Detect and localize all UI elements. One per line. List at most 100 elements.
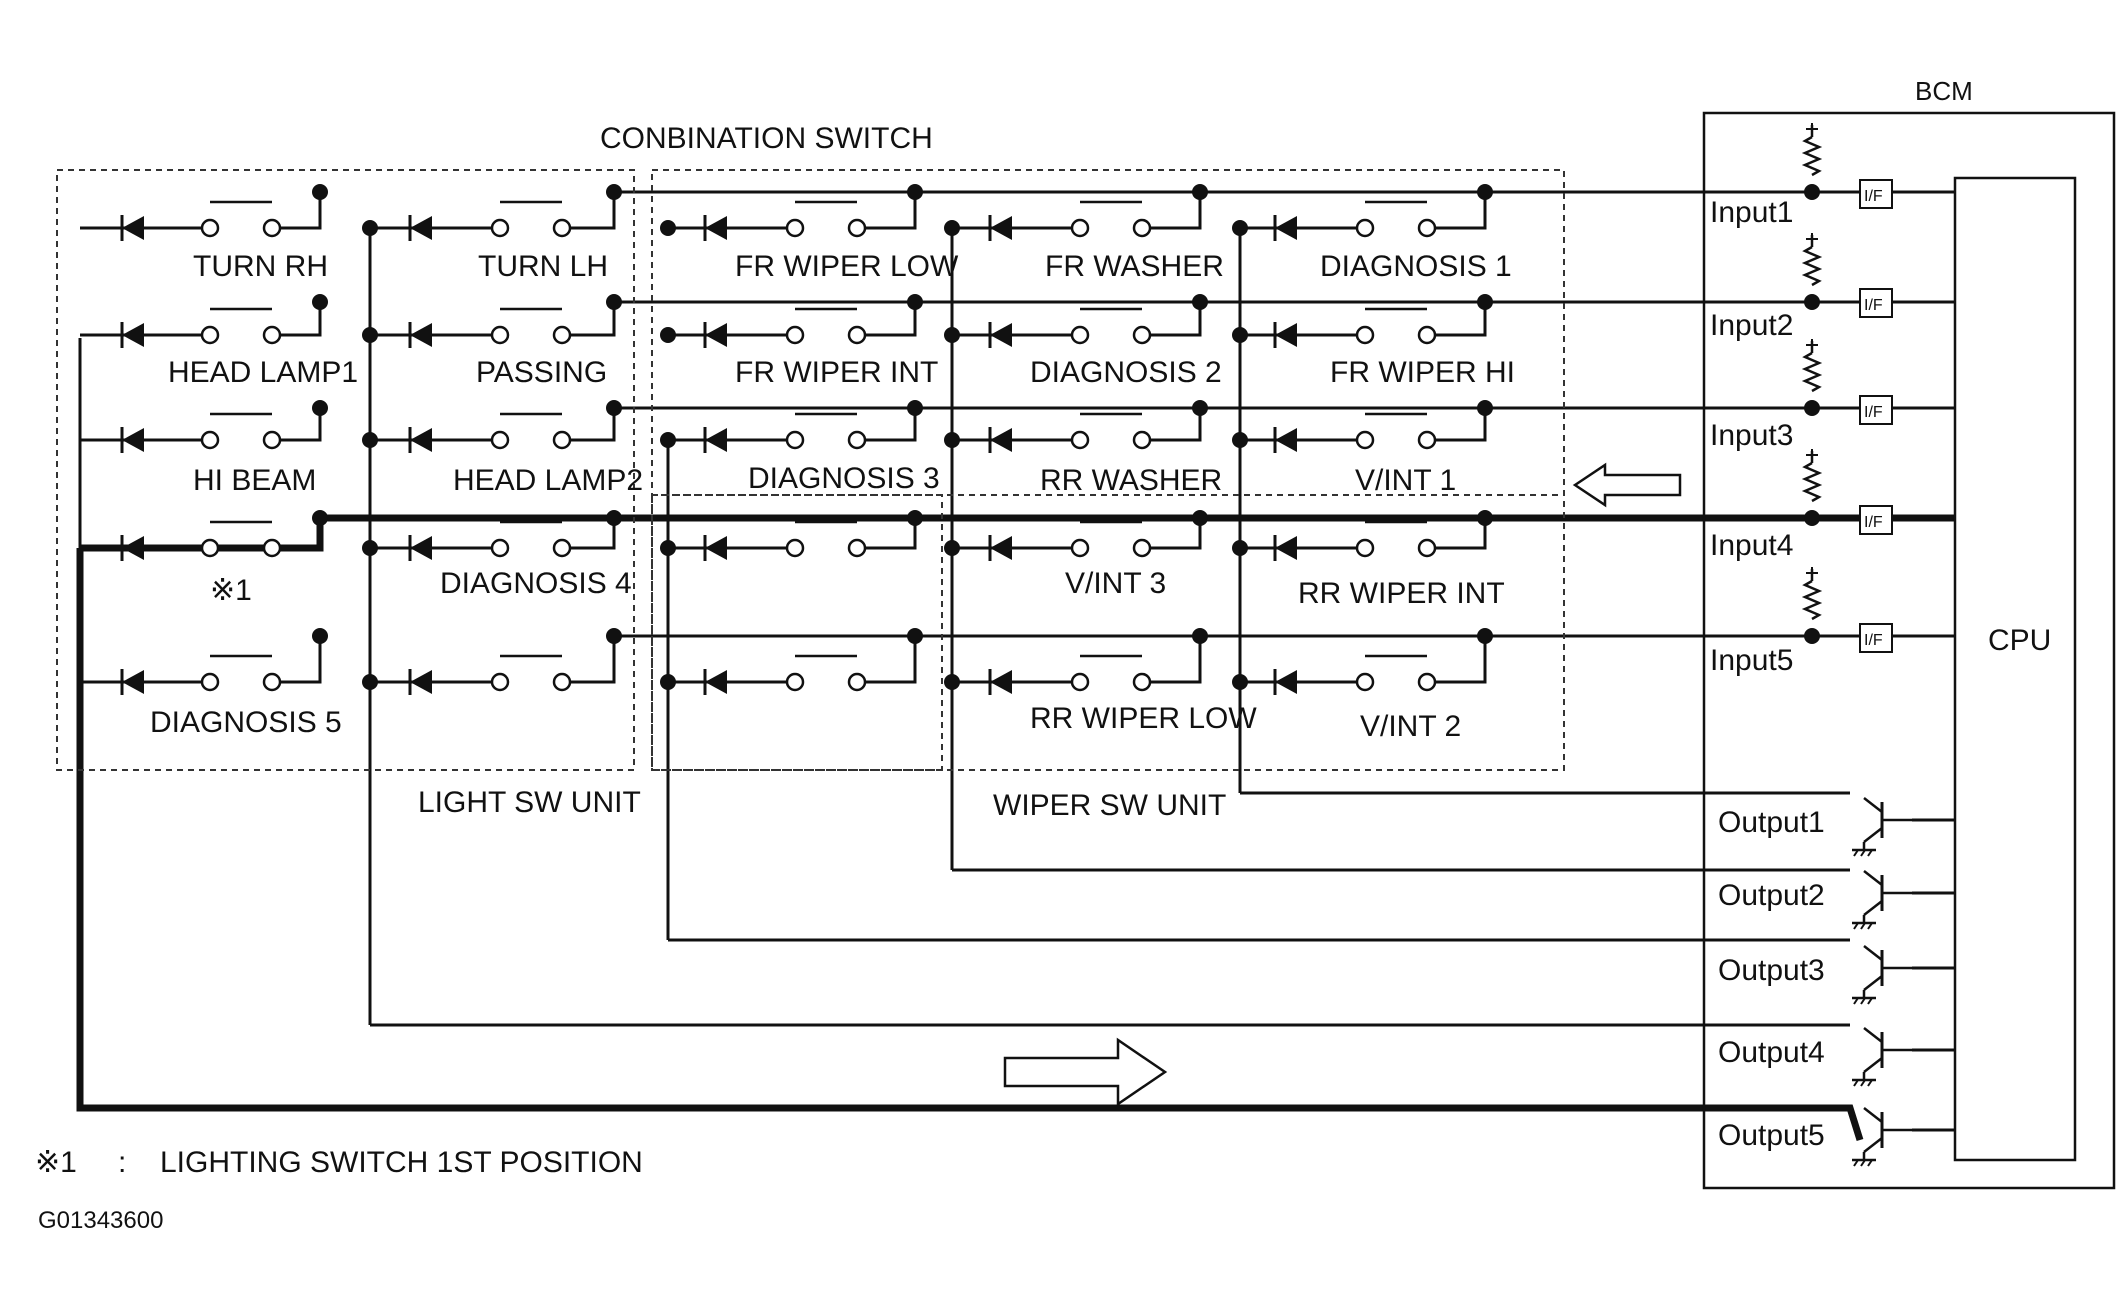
switch-return	[570, 636, 616, 684]
pullup-resistor-icon	[1803, 121, 1821, 177]
switch-return	[865, 302, 917, 337]
switch-contact-icon	[200, 412, 282, 450]
if-label-3: I/F	[1864, 404, 1883, 421]
bcm-label: BCM	[1915, 76, 1973, 106]
label-diagnosis3: DIAGNOSIS 3	[748, 462, 940, 495]
light-sw-unit-label: LIGHT SW UNIT	[418, 786, 641, 819]
junction-dot	[1192, 628, 1208, 644]
junction-dot	[1232, 432, 1248, 448]
label-input3: Input3	[1710, 419, 1793, 452]
junction-dot	[1477, 184, 1493, 200]
switch-return	[1150, 636, 1202, 684]
switch-contact-icon	[785, 654, 867, 692]
label-head-lamp1: HEAD LAMP1	[168, 356, 358, 389]
switch-contact-icon	[785, 520, 867, 558]
junction-dot	[660, 432, 676, 448]
switch-return	[280, 302, 322, 337]
switch-return	[1435, 302, 1487, 337]
junction-dot	[907, 628, 923, 644]
arrow-left-icon	[1572, 462, 1682, 508]
switch-return	[280, 518, 322, 550]
diode-icon	[1273, 320, 1299, 350]
switch-contact-icon	[1070, 307, 1152, 345]
switch-contact-icon	[490, 412, 572, 450]
output-transistor-icon	[1850, 869, 1914, 931]
junction-dot	[944, 432, 960, 448]
wire-layer	[76, 190, 1955, 1142]
diode-icon	[120, 425, 146, 455]
label-turn-lh: TURN LH	[478, 250, 608, 283]
label-diagnosis4: DIAGNOSIS 4	[440, 567, 632, 600]
if-label-4: I/F	[1864, 514, 1883, 531]
junction-dot	[312, 628, 328, 644]
switch-return	[1435, 518, 1487, 550]
pullup-resistor-icon	[1803, 447, 1821, 503]
switch-return	[1150, 302, 1202, 337]
bcm-box	[1702, 111, 2116, 1190]
junction-dot	[606, 294, 622, 310]
junction-dot	[1232, 220, 1248, 236]
switch-contact-icon	[1070, 200, 1152, 238]
junction-dot	[1804, 510, 1820, 526]
junction-dot	[944, 220, 960, 236]
figure-id: G01343600	[38, 1207, 163, 1234]
diode-icon	[1273, 213, 1299, 243]
switch-contact-icon	[490, 654, 572, 692]
switch-return	[865, 636, 917, 684]
diode-icon	[703, 533, 729, 563]
diode-icon	[703, 667, 729, 697]
junction-dot	[1804, 184, 1820, 200]
label-fr-wiper-int: FR WIPER INT	[735, 356, 938, 389]
label-v-int-2: V/INT 2	[1360, 710, 1461, 743]
switch-contact-icon	[1355, 200, 1437, 238]
label-output5: Output5	[1718, 1119, 1825, 1152]
junction-dot	[1232, 540, 1248, 556]
switch-contact-icon	[490, 307, 572, 345]
diode-icon	[988, 320, 1014, 350]
switch-contact-icon	[1070, 412, 1152, 450]
switch-contact-icon	[785, 412, 867, 450]
switch-return	[280, 408, 322, 442]
diode-icon	[988, 213, 1014, 243]
junction-dot	[660, 674, 676, 690]
switch-contact-icon	[490, 520, 572, 558]
label-diagnosis2: DIAGNOSIS 2	[1030, 356, 1222, 389]
label-input5: Input5	[1710, 644, 1793, 677]
switch-return	[1435, 636, 1487, 684]
switch-return	[570, 302, 616, 337]
switch-contact-icon	[490, 200, 572, 238]
label-input2: Input2	[1710, 309, 1793, 342]
label-passing: PASSING	[476, 356, 607, 389]
diode-icon	[120, 213, 146, 243]
label-turn-rh: TURN RH	[193, 250, 328, 283]
junction-dot	[907, 294, 923, 310]
footnote-mark: ※1	[35, 1146, 77, 1179]
label-rr-wiper-low: RR WIPER LOW	[1030, 702, 1257, 735]
output-transistor-icon	[1850, 1026, 1914, 1088]
switch-contact-icon	[1355, 307, 1437, 345]
label-hi-beam: HI BEAM	[193, 464, 316, 497]
if-label-2: I/F	[1864, 297, 1883, 314]
diode-icon	[988, 667, 1014, 697]
junction-dot	[1232, 327, 1248, 343]
junction-dot	[362, 220, 378, 236]
diode-icon	[1273, 667, 1299, 697]
label-v-int-1: V/INT 1	[1355, 464, 1456, 497]
junction-dot	[660, 220, 676, 236]
diode-icon	[988, 425, 1014, 455]
diode-icon	[1273, 425, 1299, 455]
switch-contact-icon	[785, 307, 867, 345]
footnote-text: LIGHTING SWITCH 1ST POSITION	[160, 1146, 643, 1179]
if-blocks: I/F I/F I/F I/F I/F	[1859, 179, 1893, 653]
combination-switch-title: CONBINATION SWITCH	[600, 122, 933, 155]
junction-dot	[1804, 628, 1820, 644]
junction-dot	[606, 510, 622, 526]
label-output3: Output3	[1718, 954, 1825, 987]
pullup-resistor-icon	[1803, 565, 1821, 621]
junction-dot	[606, 628, 622, 644]
switch-return	[865, 518, 917, 550]
diode-icon	[120, 667, 146, 697]
switch-return	[1435, 192, 1487, 230]
switch-return	[865, 192, 917, 230]
